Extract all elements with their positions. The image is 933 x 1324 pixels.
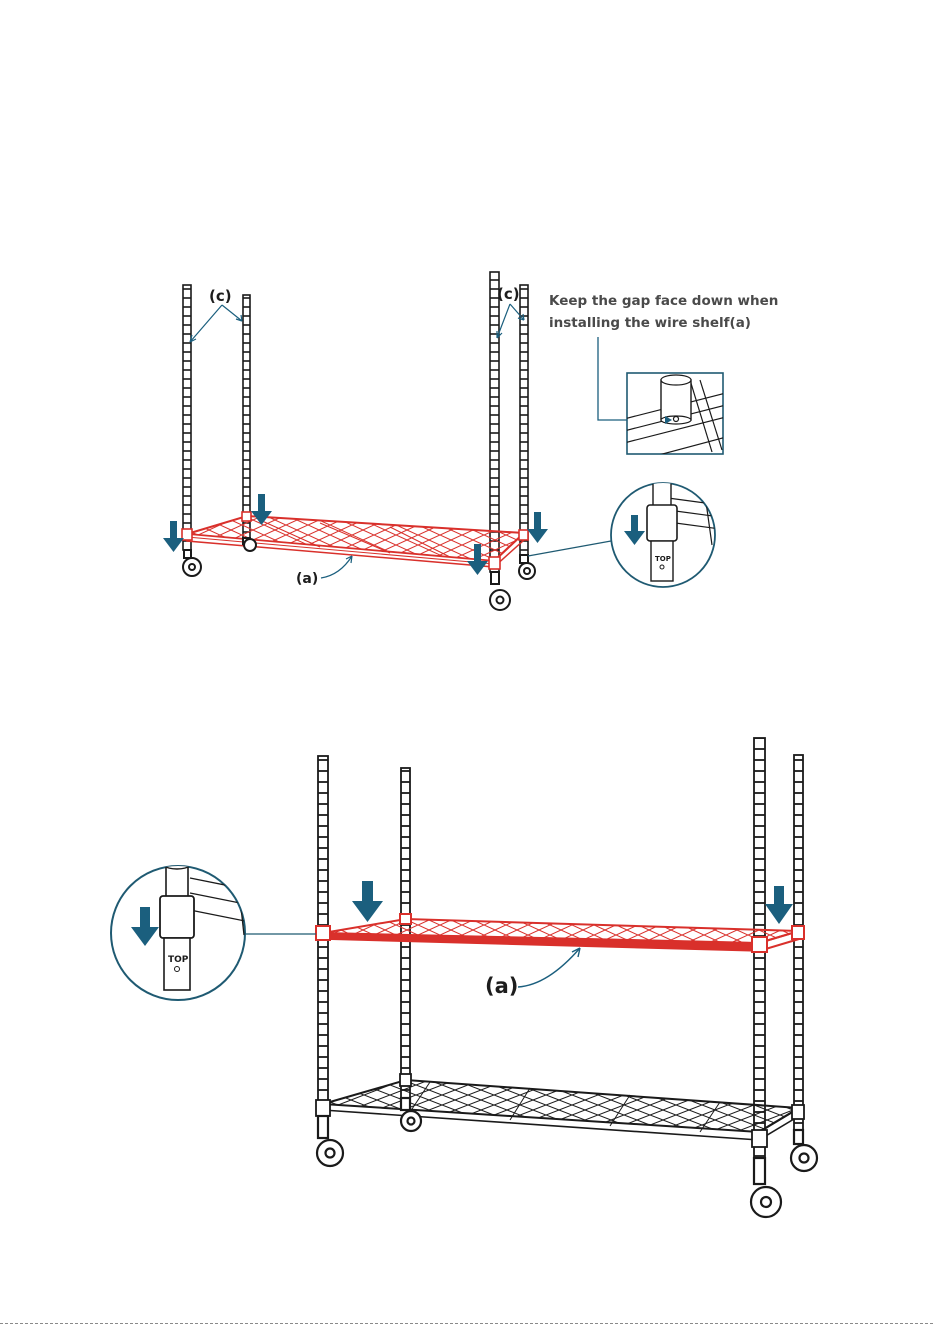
- gap-detail-box: [620, 373, 730, 460]
- note-line-2: installing the wire shelf(a): [549, 315, 751, 331]
- caster-wheel-icon: [317, 1116, 343, 1166]
- step1-diagram: (c) (c) (a) Keep the gap face down when …: [163, 272, 778, 610]
- post-back-right: [794, 755, 803, 1130]
- post-back-right: [520, 285, 528, 555]
- leader-line: [190, 305, 242, 342]
- caster-wheel-icon: [183, 550, 201, 576]
- post-front-left: [183, 285, 191, 550]
- post-front-right: [490, 272, 499, 572]
- caster-wheel-icon: [490, 572, 510, 610]
- collar-top-text: TOP: [655, 555, 671, 563]
- post-back-left: [243, 295, 250, 540]
- down-arrow-icon: [163, 521, 184, 552]
- wire-shelf-red: [316, 914, 804, 952]
- wire-shelf-black: [316, 1074, 804, 1147]
- leader-line: [321, 556, 352, 578]
- shelf-label: (a): [296, 571, 318, 587]
- leader-line: [518, 948, 580, 987]
- down-arrow-icon: [352, 881, 383, 922]
- post-label-left: (c): [209, 287, 232, 305]
- magnifier-callout-icon: TOP: [111, 863, 316, 1000]
- shelf-label: (a): [485, 974, 518, 998]
- caster-wheel-icon: [791, 1130, 817, 1171]
- down-arrow-icon: [765, 886, 793, 924]
- collar-top-text: TOP: [168, 955, 189, 965]
- magnifier-callout-icon: TOP: [528, 478, 720, 587]
- post-label-right: (c): [497, 285, 520, 303]
- caster-wheel-icon: [519, 555, 535, 579]
- step2-diagram: (a) TOP: [111, 738, 817, 1217]
- note-line-1: Keep the gap face down when: [549, 293, 778, 309]
- caster-wheel-icon: [751, 1158, 781, 1217]
- down-arrow-icon: [527, 512, 548, 543]
- caster-wheel-icon: [243, 538, 256, 551]
